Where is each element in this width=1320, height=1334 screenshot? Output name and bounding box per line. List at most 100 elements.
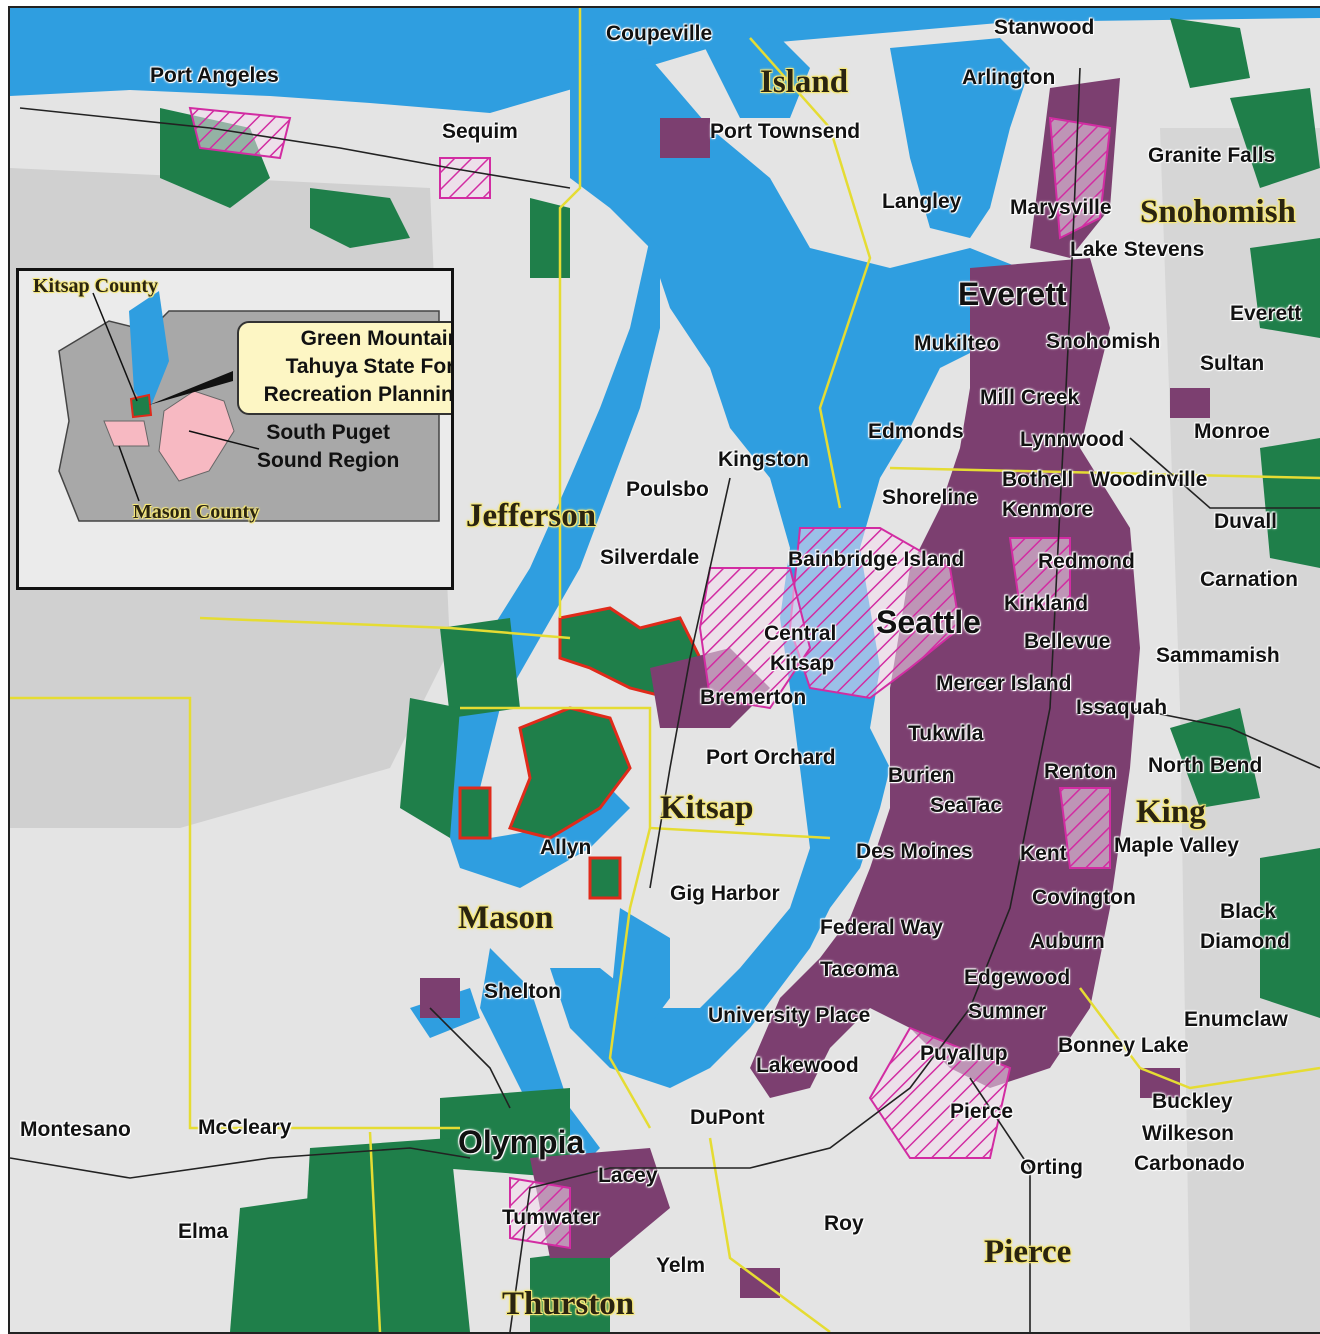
city-label-granite-falls: Granite Falls: [1148, 144, 1276, 167]
callout-line-2: Tahuya State Forests: [285, 355, 454, 378]
city-label-allyn: Allyn: [540, 836, 592, 859]
possession-sound: [890, 38, 1030, 238]
planning-area-callout: Green Mountain & Tahuya State Forests Re…: [237, 321, 454, 415]
county-label-thurston: Thurston: [502, 1286, 635, 1322]
city-label-lynnwood: Lynnwood: [1020, 428, 1125, 451]
city-label-des-moines: Des Moines: [856, 840, 973, 863]
mason-pointer-line: [118, 445, 140, 502]
city-label-port-orchard: Port Orchard: [706, 746, 836, 769]
mason-county-shape: [103, 420, 150, 447]
city-label-monroe: Monroe: [1194, 420, 1270, 443]
city-label-lake-stevens: Lake Stevens: [1070, 238, 1205, 261]
city-label-coupeville: Coupeville: [606, 22, 713, 45]
city-label-yelm: Yelm: [656, 1254, 706, 1277]
county-boundaries: [10, 8, 1320, 1332]
city-label-duvall: Duvall: [1214, 510, 1278, 533]
city-label-kingston: Kingston: [718, 448, 809, 471]
callout-line-1: Green Mountain &: [300, 327, 454, 350]
city-label-mccleary: McCleary: [198, 1116, 292, 1139]
county-label-mason: Mason: [458, 900, 554, 936]
city-label-port-townsend: Port Townsend: [710, 120, 861, 143]
inset-label-south-puget-sound-region: South Puget Sound Region: [257, 419, 399, 475]
city-label-tumwater: Tumwater: [502, 1206, 600, 1229]
inset-planning-area: [129, 393, 153, 419]
city-label-stanwood: Stanwood: [994, 16, 1095, 39]
city-label-shelton: Shelton: [484, 980, 561, 1003]
penn-cove: [700, 28, 810, 118]
city-label-redmond: Redmond: [1038, 550, 1135, 573]
city-label-langley: Langley: [882, 190, 962, 213]
city-label-lakewood: Lakewood: [756, 1054, 859, 1077]
city-label-olympia: Olympia: [458, 1124, 585, 1160]
city-label-tacoma: Tacoma: [820, 958, 898, 981]
city-label-federal-way: Federal Way: [820, 916, 943, 939]
inset-label-mason-county: Mason County: [133, 501, 260, 523]
city-label-diamond: Diamond: [1200, 930, 1290, 953]
city-label-carnation: Carnation: [1200, 568, 1299, 591]
city-label-bainbridge-island: Bainbridge Island: [788, 548, 965, 571]
city-label-everett-east: Everett: [1230, 302, 1302, 325]
city-label-sumner: Sumner: [968, 1000, 1047, 1023]
city-label-maple-valley: Maple Valley: [1114, 834, 1239, 857]
city-label-enumclaw: Enumclaw: [1184, 1008, 1288, 1031]
county-label-pierce: Pierce: [984, 1234, 1072, 1270]
city-label-edgewood: Edgewood: [964, 966, 1071, 989]
city-label-arlington: Arlington: [962, 66, 1056, 89]
urban-growth-areas: [188, 106, 1112, 1250]
city-label-wilkeson: Wilkeson: [1142, 1122, 1234, 1145]
inset-puget-sound: [129, 291, 169, 411]
south-puget-sound-region-shape: [158, 390, 235, 482]
callout-line-3: Recreation Planning Area: [263, 383, 454, 406]
city-label-tukwila: Tukwila: [908, 722, 984, 745]
city-label-sammamish: Sammamish: [1156, 644, 1280, 667]
city-label-auburn: Auburn: [1030, 930, 1105, 953]
city-label-bonney-lake: Bonney Lake: [1058, 1034, 1189, 1057]
city-label-carbonado: Carbonado: [1134, 1152, 1245, 1175]
region-pointer-line: [188, 430, 260, 450]
city-label-pierce-city: Pierce: [950, 1100, 1014, 1123]
city-label-seatac: SeaTac: [930, 794, 1002, 817]
city-label-sultan: Sultan: [1200, 352, 1265, 375]
city-label-central: Central: [764, 622, 837, 645]
city-label-renton: Renton: [1044, 760, 1117, 783]
city-label-elma: Elma: [178, 1220, 229, 1243]
city-label-shoreline: Shoreline: [882, 486, 978, 509]
county-label-snohomish: Snohomish: [1140, 194, 1296, 230]
hood-canal: [440, 208, 660, 888]
city-label-snohomish: Snohomish: [1046, 330, 1161, 353]
county-label-king: King: [1136, 794, 1206, 830]
callout-pointer: [149, 371, 233, 405]
city-label-covington: Covington: [1032, 886, 1136, 909]
city-label-buckley: Buckley: [1152, 1090, 1233, 1113]
city-label-black: Black: [1220, 900, 1277, 923]
map-canvas: [10, 8, 1320, 1332]
city-label-roy: Roy: [824, 1212, 864, 1235]
city-label-mukilteo: Mukilteo: [914, 332, 1000, 355]
city-label-lacey: Lacey: [598, 1164, 658, 1187]
city-label-mercer-island: Mercer Island: [936, 672, 1072, 695]
city-label-bremerton: Bremerton: [700, 686, 807, 709]
strait-of-juan-de-fuca: [10, 8, 1320, 113]
city-label-silverdale: Silverdale: [600, 546, 700, 569]
inset-label-kitsap-county: Kitsap County: [33, 275, 159, 297]
city-label-marysville: Marysville: [1010, 196, 1112, 219]
city-label-gig-harbor: Gig Harbor: [670, 882, 780, 905]
city-label-everett: Everett: [958, 276, 1067, 312]
city-label-bothell: Bothell: [1002, 468, 1074, 491]
county-label-jefferson: Jefferson: [466, 498, 597, 534]
city-label-poulsbo: Poulsbo: [626, 478, 709, 501]
puget-sound: [550, 58, 1020, 1088]
city-label-bellevue: Bellevue: [1024, 630, 1111, 653]
city-label-kirkland: Kirkland: [1004, 592, 1089, 615]
city-label-port-angeles: Port Angeles: [150, 64, 279, 87]
city-label-mill-creek: Mill Creek: [980, 386, 1080, 409]
city-label-kenmore: Kenmore: [1002, 498, 1094, 521]
city-label-orting: Orting: [1020, 1156, 1083, 1179]
city-label-dupont: DuPont: [690, 1106, 765, 1129]
city-label-woodinville: Woodinville: [1090, 468, 1208, 491]
city-label-kent: Kent: [1020, 842, 1067, 865]
kitsap-pointer-line: [92, 292, 138, 402]
map[interactable]: Kitsap County Mason County Green Mountai…: [8, 6, 1320, 1334]
city-label-issaquah: Issaquah: [1076, 696, 1168, 719]
city-label-sequim: Sequim: [442, 120, 518, 143]
